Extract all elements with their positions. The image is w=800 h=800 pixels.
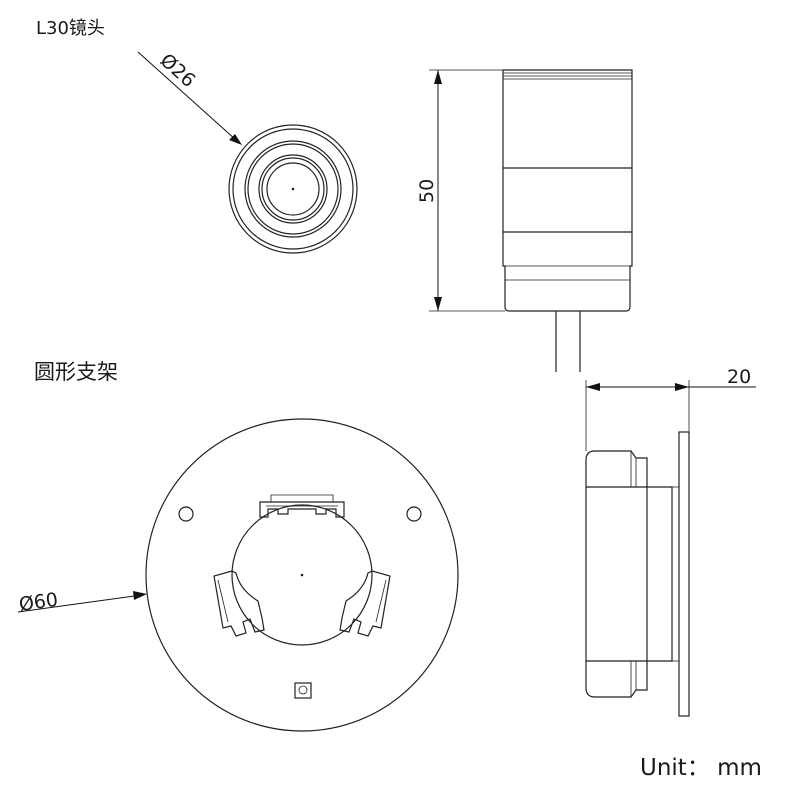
lens-title: L30镜头 xyxy=(36,18,105,39)
bracket-depth-dimension xyxy=(585,380,756,451)
bracket-side-view xyxy=(585,431,690,717)
lens-diameter-label: Ø26 xyxy=(156,49,200,92)
bracket-diameter-leader xyxy=(17,591,147,613)
bracket-depth-label: 20 xyxy=(727,366,751,388)
lens-diameter-leader xyxy=(137,51,242,145)
lens-height-dimension xyxy=(429,69,505,312)
bracket-title: 圆形支架 xyxy=(34,360,118,384)
bracket-front-view xyxy=(145,418,459,732)
bracket-diameter-label: Ø60 xyxy=(18,589,60,616)
lens-height-label: 50 xyxy=(416,179,438,203)
unit-label: Unit： mm xyxy=(640,755,762,781)
lens-front-view xyxy=(228,124,358,254)
lens-side-view xyxy=(502,69,633,372)
